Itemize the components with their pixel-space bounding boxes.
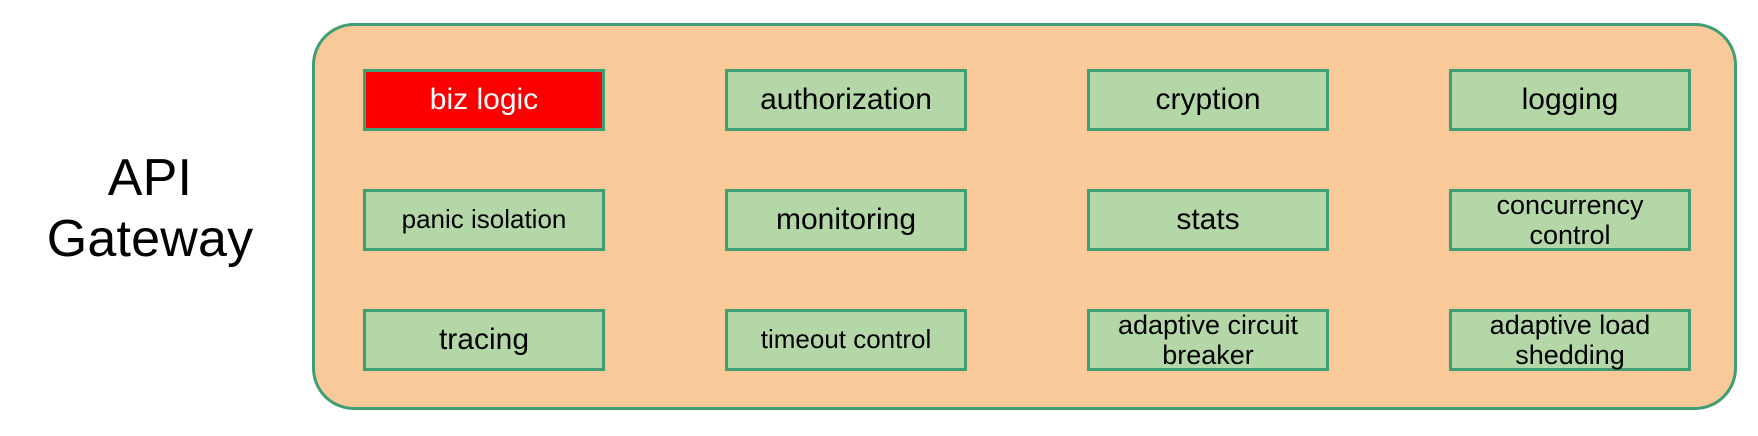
module-label: authorization	[760, 83, 932, 117]
module-concurrency-control[interactable]: concurrency control	[1449, 189, 1691, 251]
module-label: adaptive load shedding	[1489, 309, 1651, 370]
module-monitoring[interactable]: monitoring	[725, 189, 967, 251]
module-label: biz logic	[429, 83, 539, 117]
module-label: stats	[1176, 203, 1240, 237]
module-label: adaptive circuit breaker	[1117, 309, 1299, 370]
module-label: cryption	[1155, 83, 1261, 117]
api-gateway-container: biz logic authorization cryption logging…	[312, 23, 1737, 410]
module-adaptive-circuit-breaker[interactable]: adaptive circuit breaker	[1087, 309, 1329, 371]
module-label: panic isolation	[401, 204, 567, 235]
module-label: tracing	[438, 323, 530, 357]
module-panic-isolation[interactable]: panic isolation	[363, 189, 605, 251]
api-gateway-label: API Gateway	[46, 149, 254, 269]
module-biz-logic[interactable]: biz logic	[363, 69, 605, 131]
module-authorization[interactable]: authorization	[725, 69, 967, 131]
module-cryption[interactable]: cryption	[1087, 69, 1329, 131]
module-label: logging	[1521, 83, 1619, 117]
module-logging[interactable]: logging	[1449, 69, 1691, 131]
module-adaptive-load-shedding[interactable]: adaptive load shedding	[1449, 309, 1691, 371]
module-timeout-control[interactable]: timeout control	[725, 309, 967, 371]
module-label: concurrency control	[1496, 189, 1644, 250]
module-stats[interactable]: stats	[1087, 189, 1329, 251]
module-label: monitoring	[775, 203, 917, 237]
module-tracing[interactable]: tracing	[363, 309, 605, 371]
module-grid: biz logic authorization cryption logging…	[363, 69, 1692, 371]
module-label: timeout control	[760, 324, 932, 355]
